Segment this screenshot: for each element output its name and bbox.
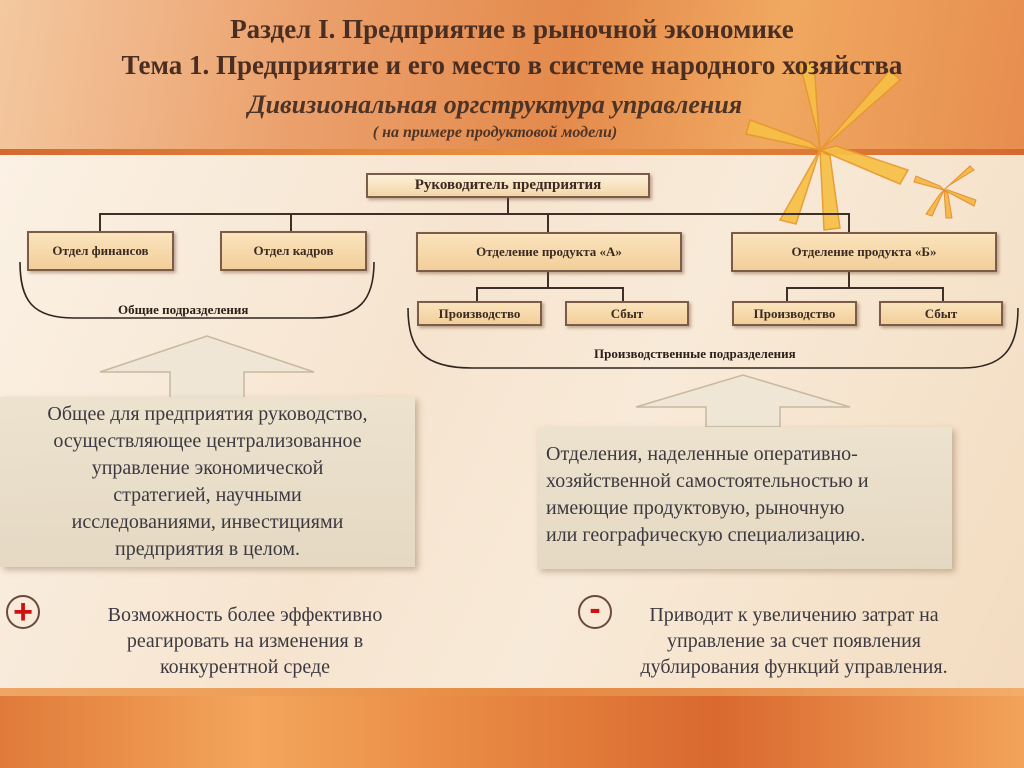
disadvantage-text: Приводит к увеличению затрат на управлен…	[594, 602, 994, 680]
general-units-label: Общие подразделения	[118, 302, 249, 317]
division-b-box: Отделение продукта «Б»	[731, 232, 997, 272]
connector-a-down	[547, 270, 549, 288]
minus-icon: -	[578, 592, 612, 629]
a-production-box: Производство	[417, 301, 542, 326]
slide-title: Дивизиональная оргструктура управления	[247, 90, 743, 119]
divisions-description-line: хозяйственной самостоятельностью и	[546, 470, 869, 492]
connector-division-b	[848, 213, 850, 232]
general-description-line: управление экономической	[91, 457, 324, 479]
advantage-line: реагировать на изменения в	[126, 630, 364, 652]
divisions-description-box: Отделения, наделенные оперативно- хозяйс…	[537, 427, 952, 569]
connector-hr	[290, 213, 292, 232]
production-units-label: Производственные подразделения	[594, 346, 796, 361]
hr-dept-box: Отдел кадров	[220, 231, 367, 271]
general-description-line: исследованиями, инвестициями	[71, 511, 344, 533]
decorative-star-large	[745, 61, 910, 231]
divisions-description-line: или географическую специализацию.	[546, 524, 866, 546]
disadvantage-line: управление за счет появления	[667, 630, 921, 652]
disadvantage-line: дублирования функций управления.	[640, 656, 948, 678]
connector-a-horizontal	[476, 287, 623, 289]
general-description-box: Общее для предприятия руководство, осуще…	[0, 397, 415, 567]
divisions-description-line: Отделения, наделенные оперативно-	[546, 443, 858, 465]
b-production-box: Производство	[732, 301, 857, 326]
a-sales-box: Сбыт	[565, 301, 689, 326]
connector-a-production	[476, 287, 478, 302]
division-a-box: Отделение продукта «А»	[416, 232, 682, 272]
decorative-star-small	[913, 165, 977, 219]
section-title: Раздел I. Предприятие в рыночной экономи…	[230, 14, 794, 44]
connector-horizontal-top	[99, 213, 849, 215]
disadvantage-line: Приводит к увеличению затрат на	[649, 604, 939, 626]
general-description-line: осуществляющее централизованное	[53, 430, 362, 452]
finance-dept-box: Отдел финансов	[27, 231, 174, 271]
divisions-description-line: имеющие продуктовую, рыночную	[546, 497, 845, 519]
b-sales-box: Сбыт	[879, 301, 1003, 326]
connector-b-horizontal	[786, 287, 943, 289]
advantage-line: конкурентной среде	[159, 656, 331, 678]
production-units-brace	[407, 307, 1019, 369]
general-arrow-up	[99, 335, 315, 399]
general-units-brace	[19, 261, 375, 319]
head-box: Руководитель предприятия	[366, 173, 650, 198]
connector-b-down	[848, 270, 850, 288]
connector-head-down	[507, 196, 509, 214]
connector-a-sales	[622, 287, 624, 302]
slide-subtitle: ( на примере продуктовой модели)	[372, 124, 618, 141]
topic-title: Тема 1. Предприятие и его место в систем…	[121, 50, 903, 80]
header-band	[0, 0, 1024, 155]
general-description-line: стратегией, научными	[113, 484, 302, 506]
connector-b-production	[786, 287, 788, 302]
connector-b-sales	[942, 287, 944, 302]
advantage-line: Возможность более эффективно	[107, 604, 383, 626]
general-description-line: Общее для предприятия руководство,	[47, 403, 368, 425]
connector-finance	[99, 213, 101, 232]
plus-icon: +	[6, 595, 40, 629]
connector-division-a	[547, 213, 549, 232]
advantage-text: Возможность более эффективно реагировать…	[60, 602, 430, 680]
general-description-line: предприятия в целом.	[114, 538, 301, 560]
footer-band	[0, 688, 1024, 768]
divisions-arrow-up	[635, 374, 851, 428]
